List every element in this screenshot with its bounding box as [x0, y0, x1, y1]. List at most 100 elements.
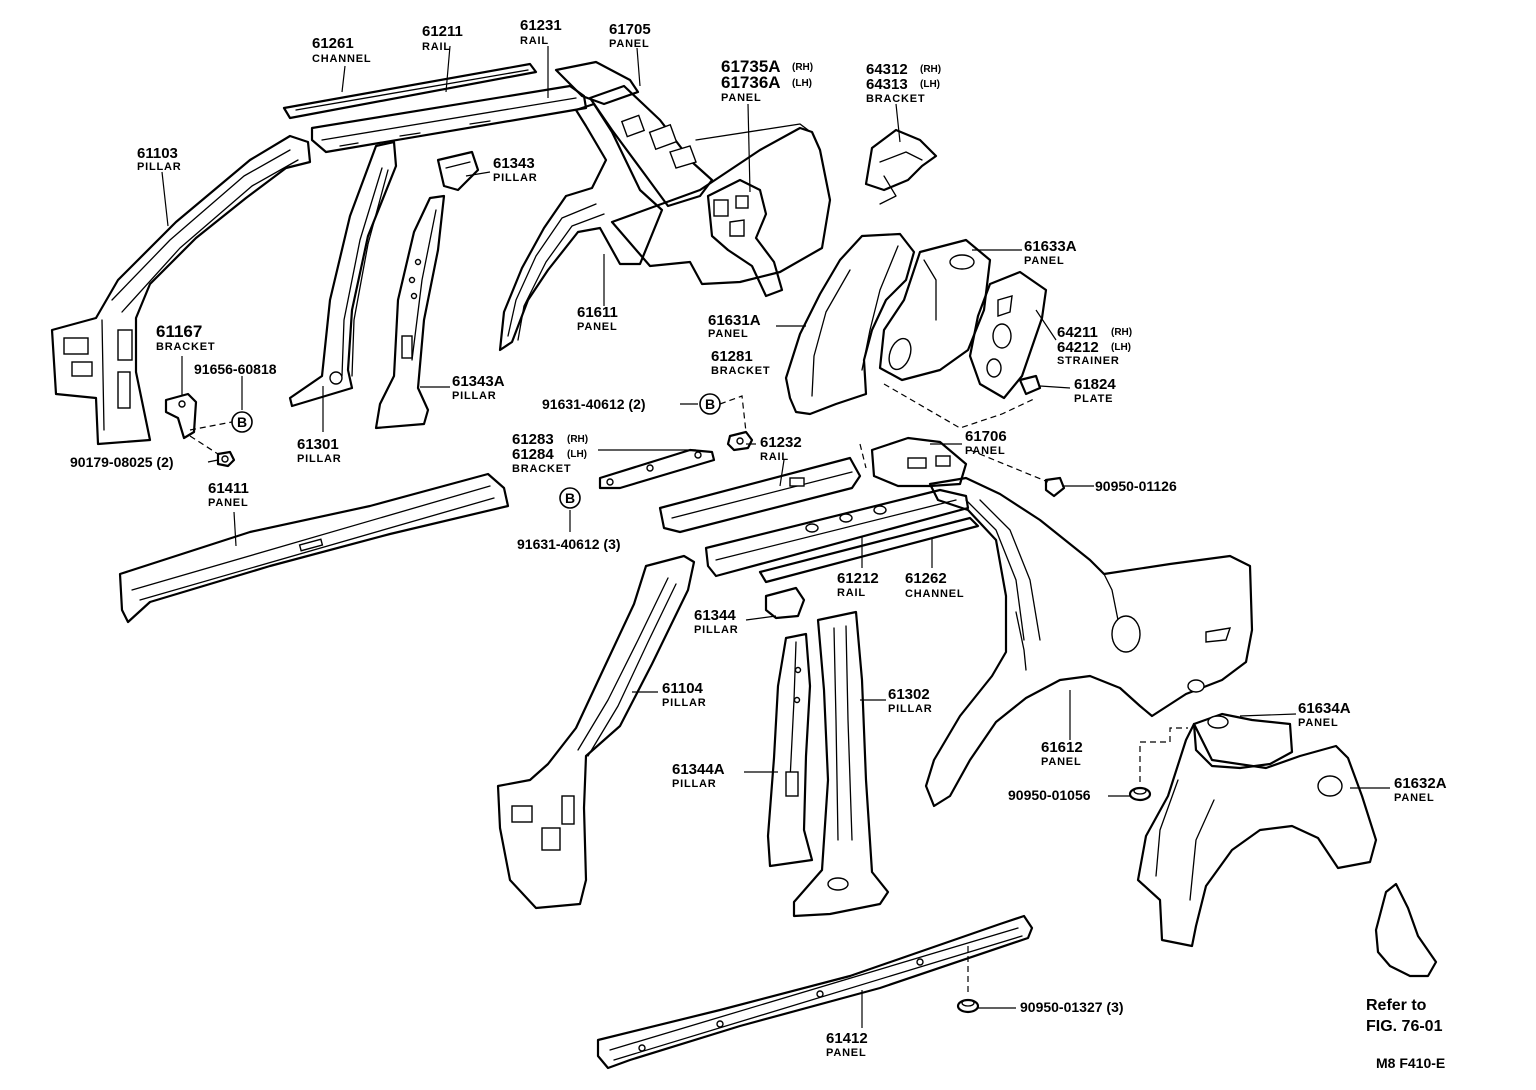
- label-61824: 61824 PLATE: [1074, 376, 1116, 405]
- plug-90950-01056-icon: [1128, 786, 1152, 802]
- part-61634A-panel: [1192, 712, 1294, 770]
- svg-text:PILLAR: PILLAR: [694, 624, 739, 636]
- mudguard-refer-part: [1374, 882, 1438, 978]
- svg-text:(LH): (LH): [920, 79, 940, 90]
- part-61231-rail: [310, 84, 588, 154]
- svg-text:RAIL: RAIL: [422, 41, 451, 53]
- label-61302: 61302 PILLAR: [888, 686, 933, 715]
- part-61301-pillar: [288, 140, 398, 408]
- svg-text:64313: 64313: [866, 76, 908, 93]
- svg-text:PANEL: PANEL: [1041, 756, 1081, 768]
- label-61633A: 61633A PANEL: [1024, 238, 1077, 267]
- svg-text:61632A: 61632A: [1394, 775, 1447, 792]
- svg-text:61104: 61104: [662, 680, 704, 697]
- assembly-dashed-lines: [189, 383, 1188, 996]
- label-61343: 61343 PILLAR: [493, 155, 538, 184]
- svg-text:PLATE: PLATE: [1074, 393, 1113, 405]
- svg-text:PILLAR: PILLAR: [297, 453, 342, 465]
- svg-text:64312: 64312: [866, 61, 908, 78]
- label-61735A-61736A: 61735A (RH) 61736A (LH) PANEL: [721, 57, 813, 104]
- label-61262: 61262 CHANNEL: [905, 570, 964, 600]
- label-61232: 61232 RAIL: [760, 434, 802, 463]
- label-91631-40612-3: 91631-40612 (3): [517, 536, 621, 552]
- svg-text:PANEL: PANEL: [208, 497, 248, 509]
- svg-text:PILLAR: PILLAR: [452, 390, 497, 402]
- svg-text:PANEL: PANEL: [577, 321, 617, 333]
- svg-text:61344A: 61344A: [672, 761, 725, 778]
- svg-text:61103: 61103: [137, 145, 178, 162]
- part-61283-bracket: [598, 448, 716, 490]
- svg-text:61281: 61281: [711, 348, 753, 365]
- svg-text:61735A: 61735A: [721, 57, 781, 76]
- label-61634A: 61634A PANEL: [1298, 700, 1351, 729]
- part-61706-panel: [870, 436, 968, 488]
- svg-text:61631A: 61631A: [708, 312, 761, 329]
- svg-text:61824: 61824: [1074, 376, 1116, 393]
- svg-text:PILLAR: PILLAR: [672, 778, 717, 790]
- label-61612: 61612 PANEL: [1041, 739, 1083, 768]
- label-61103: 61103 PILLAR: [137, 145, 181, 173]
- svg-text:BRACKET: BRACKET: [866, 93, 925, 105]
- svg-text:61211: 61211: [422, 23, 463, 40]
- part-61824-plate: [1018, 374, 1042, 396]
- svg-text:61706: 61706: [965, 428, 1007, 445]
- svg-text:61634A: 61634A: [1298, 700, 1351, 717]
- svg-text:B: B: [705, 396, 715, 412]
- label-61283-61284: 61283 (RH) 61284 (LH) BRACKET: [512, 431, 588, 475]
- label-61343A: 61343A PILLAR: [452, 373, 505, 402]
- part-61343-pillar: [436, 150, 480, 192]
- part-61261-channel: [282, 62, 538, 120]
- label-61167: 61167 BRACKET: [156, 322, 215, 353]
- label-61411: 61411 PANEL: [208, 480, 249, 509]
- svg-text:61412: 61412: [826, 1030, 868, 1047]
- svg-text:CHANNEL: CHANNEL: [905, 588, 964, 600]
- svg-text:Refer to: Refer to: [1366, 997, 1427, 1014]
- svg-text:61705: 61705: [609, 21, 651, 38]
- part-61631A-panel: [784, 232, 916, 416]
- part-61412-panel: [596, 914, 1034, 1070]
- svg-text:61167: 61167: [156, 322, 202, 341]
- part-61262-channel: [758, 516, 980, 584]
- b-marker-3: B: [559, 487, 581, 509]
- part-61344-pillar: [764, 586, 806, 620]
- part-61343A-pillar: [374, 194, 446, 430]
- label-91631-40612-2: 91631-40612 (2): [542, 396, 646, 412]
- part-61281-bracket: [726, 430, 754, 452]
- b-marker-2: B: [699, 393, 721, 415]
- svg-text:PANEL: PANEL: [1298, 717, 1338, 729]
- label-61706: 61706 PANEL: [965, 428, 1007, 457]
- svg-text:BRACKET: BRACKET: [512, 463, 571, 475]
- part-61633A-panel: [878, 238, 992, 382]
- svg-text:61343A: 61343A: [452, 373, 505, 390]
- label-61344A: 61344A PILLAR: [672, 761, 725, 790]
- svg-text:PANEL: PANEL: [708, 328, 748, 340]
- svg-text:61612: 61612: [1041, 739, 1083, 756]
- part-61735A-panel: [706, 178, 784, 298]
- svg-text:B: B: [237, 414, 247, 430]
- label-61212: 61212 RAIL: [837, 570, 879, 599]
- svg-text:(LH): (LH): [1111, 342, 1131, 353]
- svg-text:61633A: 61633A: [1024, 238, 1077, 255]
- svg-text:61344: 61344: [694, 607, 736, 624]
- part-61612-panel: [924, 476, 1254, 808]
- part-61212-rail: [704, 488, 970, 578]
- part-61103-pillar: [50, 134, 312, 446]
- part-61411-panel: [118, 472, 510, 624]
- svg-text:PILLAR: PILLAR: [493, 172, 538, 184]
- part-61104-pillar: [496, 554, 696, 910]
- svg-text:(RH): (RH): [567, 434, 588, 445]
- label-61231: 61231 RAIL: [520, 17, 562, 47]
- part-64312-bracket: [864, 128, 938, 205]
- label-61631A: 61631A PANEL: [708, 312, 761, 340]
- svg-text:61611: 61611: [577, 304, 618, 321]
- nut-90179-icon: [216, 450, 236, 468]
- part-61344A-pillar: [766, 632, 814, 868]
- svg-text:BRACKET: BRACKET: [711, 365, 770, 377]
- svg-text:PILLAR: PILLAR: [888, 703, 933, 715]
- label-61104: 61104 PILLAR: [662, 680, 706, 709]
- svg-text:61212: 61212: [837, 570, 879, 587]
- svg-text:PANEL: PANEL: [826, 1047, 866, 1059]
- svg-text:RAIL: RAIL: [760, 451, 789, 463]
- label-61705: 61705 PANEL: [609, 21, 651, 50]
